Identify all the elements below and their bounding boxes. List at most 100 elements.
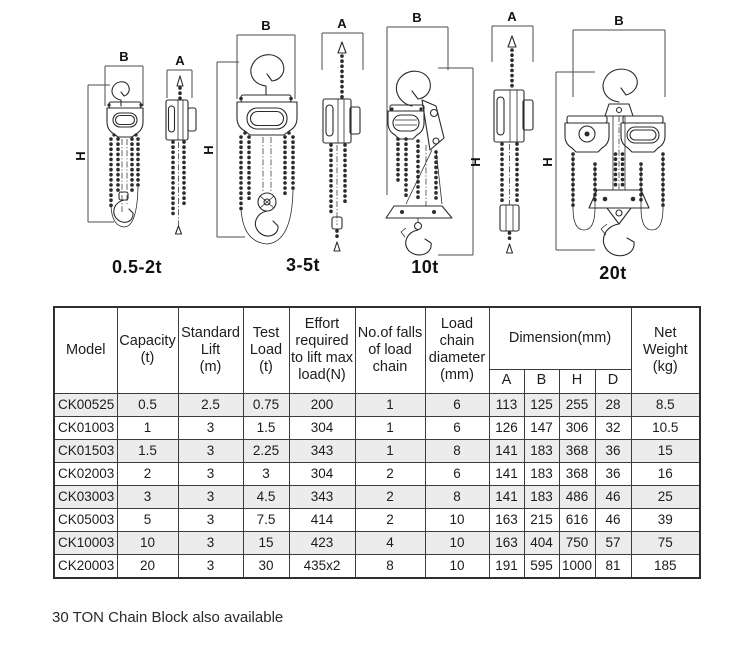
hoist-side-view-3-5t: A — [321, 16, 364, 252]
table-body: CK00525 0.5 2.5 0.75 200 1 6 113 125 255… — [53, 392, 701, 578]
table-row: CK00525 0.5 2.5 0.75 200 1 6 113 125 255… — [53, 392, 701, 417]
cell-standard-lift: 3 — [177, 553, 244, 578]
dimension-h: H — [201, 61, 245, 238]
hoist-body — [493, 89, 534, 143]
cell-falls: 2 — [354, 507, 426, 532]
availability-note: 30 TON Chain Block also available — [52, 609, 284, 626]
specification-table: Model Capacity (t) Standard Lift (m) Tes… — [53, 306, 702, 579]
cell-dim-h: 1000 — [558, 553, 596, 578]
dimension-a: A — [166, 53, 193, 98]
table-row: CK01003 1 3 1.5 304 1 6 126 147 306 32 1… — [53, 415, 701, 440]
dimension-label-a: A — [337, 16, 347, 31]
cell-capacity: 3 — [116, 484, 179, 509]
load-chain — [121, 139, 128, 212]
cell-effort: 435x2 — [288, 553, 356, 578]
cell-effort: 343 — [288, 484, 356, 509]
cell-effort: 414 — [288, 507, 356, 532]
dimension-b: B — [386, 10, 449, 195]
cell-test-load: 15 — [242, 530, 290, 555]
dimension-label-h: H — [540, 157, 555, 166]
cell-effort: 200 — [288, 392, 356, 417]
dimension-label-b: B — [614, 13, 623, 28]
bottom-hook — [254, 192, 279, 237]
table-row: CK05003 5 3 7.5 414 2 10 163 215 616 46 … — [53, 507, 701, 532]
cell-chain-diameter: 8 — [424, 484, 490, 509]
cell-effort: 423 — [288, 530, 356, 555]
cell-dim-a: 126 — [488, 415, 525, 440]
dimension-label-b: B — [119, 49, 128, 64]
col-header-effort: Effort required to lift max load(N) — [288, 306, 356, 394]
hoist-body — [106, 101, 144, 138]
cell-net-weight: 39 — [630, 507, 701, 532]
top-chain — [337, 41, 347, 100]
hoist-body — [322, 98, 361, 144]
dimension-label-b: B — [412, 10, 421, 25]
cell-dim-a: 163 — [488, 530, 525, 555]
load-chain — [262, 137, 272, 192]
cell-capacity: 0.5 — [116, 392, 179, 417]
diagram-caption-3-5t: 3-5t — [285, 255, 320, 275]
cell-dim-b: 404 — [523, 530, 560, 555]
hoist-front-view-3-5t: B H — [201, 18, 298, 245]
dimension-h: H — [438, 67, 483, 256]
bottom-block — [385, 205, 453, 231]
cell-dim-h: 368 — [558, 461, 596, 486]
hoist-side-view-0.5-2t: A — [165, 53, 197, 235]
cell-dim-b: 147 — [523, 415, 560, 440]
cell-falls: 4 — [354, 530, 426, 555]
dimension-b: B — [572, 13, 666, 97]
cell-dim-h: 255 — [558, 392, 596, 417]
table-row: CK20003 20 3 30 435x2 8 10 191 595 1000 … — [53, 553, 701, 578]
cell-test-load: 2.25 — [242, 438, 290, 463]
cell-chain-diameter: 10 — [424, 507, 490, 532]
cell-dim-a: 163 — [488, 507, 525, 532]
dimension-label-h: H — [468, 157, 483, 166]
cell-falls: 1 — [354, 392, 426, 417]
cell-test-load: 30 — [242, 553, 290, 578]
cell-dim-a: 141 — [488, 461, 525, 486]
diagram-caption-20t: 20t — [599, 263, 627, 283]
cell-model: CK03003 — [53, 484, 118, 509]
col-header-dim-b: B — [523, 368, 560, 394]
cell-model: CK01003 — [53, 415, 118, 440]
diagram-caption-0.5-2t: 0.5-2t — [111, 257, 163, 277]
cell-dim-h: 616 — [558, 507, 596, 532]
col-header-capacity: Capacity (t) — [116, 306, 179, 394]
hoist-body — [387, 104, 425, 140]
dimension-h: H — [540, 71, 595, 251]
cell-net-weight: 8.5 — [630, 392, 701, 417]
hoist-front-view-0.5-2t: B H — [73, 49, 144, 228]
table-row: CK02003 2 3 3 304 2 6 141 183 368 36 16 — [53, 461, 701, 486]
top-chain — [176, 75, 184, 102]
bottom-hook — [113, 191, 134, 223]
cell-dim-b: 183 — [523, 438, 560, 463]
cell-chain-diameter: 6 — [424, 461, 490, 486]
bottom-block — [588, 189, 650, 225]
hoist-side-view-10t: A — [491, 9, 534, 254]
dimension-label-b: B — [261, 18, 270, 33]
dimension-h: H — [73, 84, 114, 223]
cell-net-weight: 10.5 — [630, 415, 701, 440]
top-hook — [602, 68, 638, 117]
cell-net-weight: 75 — [630, 530, 701, 555]
col-header-dim-d: D — [594, 368, 632, 394]
col-header-dim-h: H — [558, 368, 596, 394]
cell-capacity: 1 — [116, 415, 179, 440]
dimension-label-h: H — [73, 151, 88, 160]
cell-falls: 8 — [354, 553, 426, 578]
col-header-dimension: Dimension(mm) — [488, 306, 632, 370]
cell-dim-d: 28 — [594, 392, 632, 417]
col-header-chain-diameter: Load chain diameter (mm) — [424, 306, 490, 394]
cell-dim-d: 81 — [594, 553, 632, 578]
cell-standard-lift: 3 — [177, 530, 244, 555]
bottom-block — [499, 204, 520, 254]
cell-dim-b: 183 — [523, 461, 560, 486]
cell-falls: 1 — [354, 438, 426, 463]
dimension-a: A — [491, 9, 534, 62]
cell-model: CK02003 — [53, 461, 118, 486]
chains — [329, 143, 347, 252]
cell-standard-lift: 3 — [177, 438, 244, 463]
hoist-front-view-10t: B H — [385, 10, 483, 256]
cell-effort: 304 — [288, 415, 356, 440]
cell-standard-lift: 3 — [177, 415, 244, 440]
